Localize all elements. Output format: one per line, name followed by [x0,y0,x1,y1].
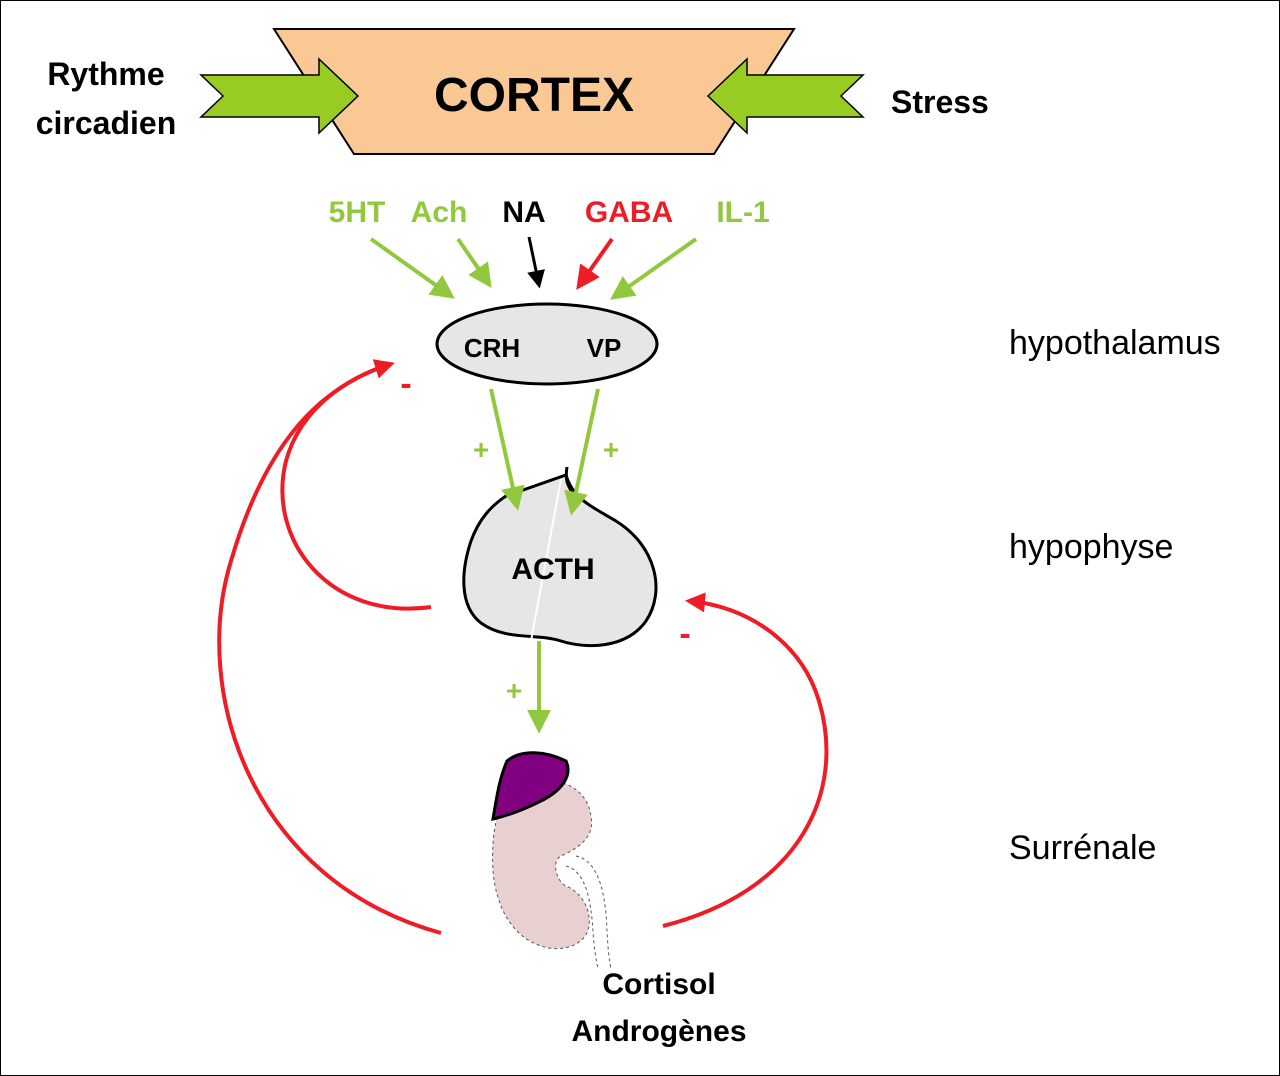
pituitary-lobe-divider [530,478,562,642]
plus-sign-vp: + [603,434,619,465]
feedback-adrenal-to-pituitary [662,592,829,928]
acth-label: ACTH [511,553,594,586]
minus-sign-hypothalamus: - [400,365,411,403]
arrow-na [527,236,545,289]
arrow-vp-to-pituitary [564,388,600,516]
cortex-label: CORTEX [434,69,634,122]
vp-label: VP [587,333,622,363]
arrow-5ht [369,237,455,299]
arrow-gaba [576,237,614,290]
cortisol-label: Cortisol [602,968,715,1001]
kidney-shape [492,780,593,950]
level-label-hypothalamus: hypothalamus [1009,324,1221,362]
neurotransmitter-il1: IL-1 [716,196,769,229]
arrow-ach [456,237,492,288]
neurotransmitter-gaba: GABA [585,196,673,229]
level-label-surrenale: Surrénale [1009,829,1156,867]
androgenes-label: Androgènes [571,1015,746,1048]
crh-label: CRH [464,333,520,363]
feedback-adrenal-to-hypothalamus [217,359,442,935]
minus-sign-pituitary: - [679,615,690,653]
plus-sign-crh: + [473,434,489,465]
stress-arrow [706,57,865,135]
level-label-hypophyse: hypophyse [1009,528,1173,566]
plus-sign-acth: + [506,675,522,706]
neurotransmitter-na: NA [502,196,545,229]
circadian-arrow [199,57,360,135]
arrow-crh-to-pituitary [489,388,525,511]
stress-label: Stress [891,84,989,120]
renal-vessel-line [575,855,612,970]
circadian-label-line1: Rythme [47,56,164,92]
hypothalamus-shape [435,302,659,386]
neurotransmitter-5ht: 5HT [329,196,386,229]
circadian-label-line2: circadien [36,105,177,141]
arrow-il1 [610,237,698,300]
adrenal-gland-shape [491,751,570,821]
feedback-pituitary-to-hypothalamus [280,362,432,611]
neurotransmitter-ach: Ach [411,196,468,229]
ureter-line [565,865,599,970]
pituitary-shape [462,473,658,648]
